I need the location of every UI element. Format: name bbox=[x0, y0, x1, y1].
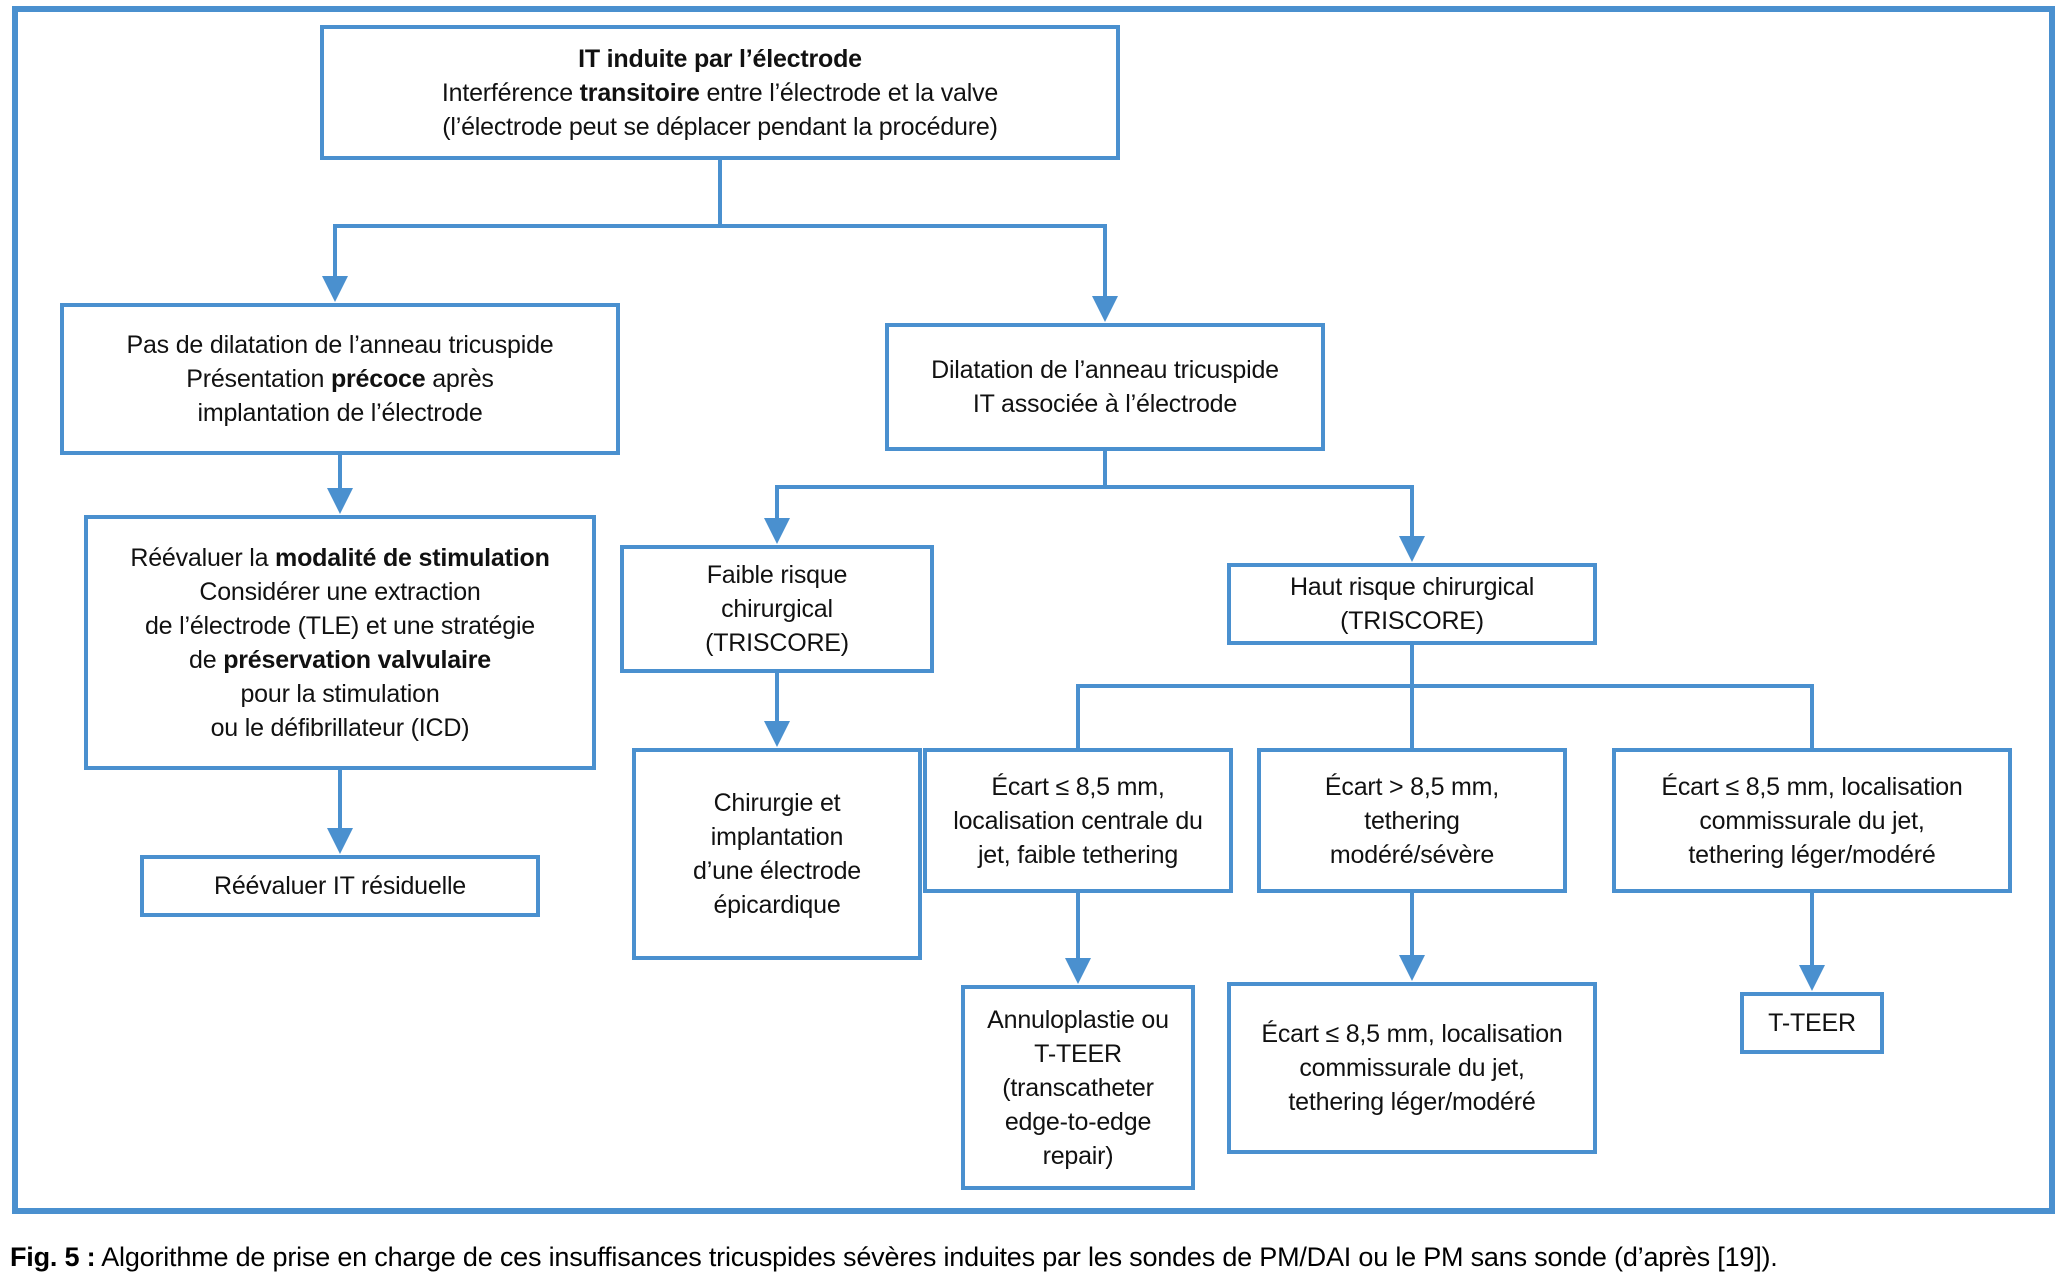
node-reassess-pacing-line4: de bbox=[189, 645, 224, 674]
figure-caption-text: Algorithme de prise en charge de ces ins… bbox=[95, 1242, 1778, 1272]
node-root: IT induite par l’électrode Interférence … bbox=[320, 25, 1120, 160]
node-tteer: T-TEER bbox=[1740, 992, 1884, 1054]
node-gap-sup: Écart > 8,5 mm, tethering modéré/sévère bbox=[1257, 748, 1567, 893]
node-reassess-pacing-line1-bold: modalité de stimulation bbox=[275, 543, 550, 572]
node-gap-central-label: Écart ≤ 8,5 mm, localisation centrale du… bbox=[953, 772, 1203, 869]
node-annuloplasty: Annuloplastie ou T-TEER (transcatheter e… bbox=[961, 985, 1195, 1190]
node-no-dilatation-line3: implantation de l’électrode bbox=[197, 399, 483, 427]
figure-caption-number: Fig. 5 : bbox=[10, 1242, 96, 1272]
node-no-dilatation-line2: Présentation bbox=[186, 365, 331, 393]
node-reassess-pacing-line4-bold: préservation valvulaire bbox=[223, 645, 491, 674]
node-root-line2-bold: transitoire bbox=[579, 78, 700, 107]
node-reassess-pacing-line3: de l’électrode (TLE) et une stratégie bbox=[144, 611, 536, 640]
node-reassess-pacing-line1: Réévaluer la bbox=[130, 543, 276, 572]
node-reassess-pacing-line5: pour la stimulation bbox=[240, 679, 440, 708]
node-root-line2: Interférence bbox=[441, 78, 580, 107]
node-root-line2-post: entre l’électrode et la valve bbox=[699, 78, 999, 107]
node-low-risk: Faible risque chirurgical (TRISCORE) bbox=[620, 545, 934, 673]
node-gap-commissural-label: Écart ≤ 8,5 mm, localisation commissural… bbox=[1661, 772, 1963, 869]
node-gap-central: Écart ≤ 8,5 mm, localisation centrale du… bbox=[923, 748, 1233, 893]
node-gap-commissural-2: Écart ≤ 8,5 mm, localisation commissural… bbox=[1227, 982, 1597, 1154]
node-low-risk-label: Faible risque chirurgical (TRISCORE) bbox=[705, 561, 849, 657]
node-gap-commissural: Écart ≤ 8,5 mm, localisation commissural… bbox=[1612, 748, 2012, 893]
node-root-text: IT induite par l’électrode Interférence … bbox=[442, 42, 998, 144]
node-surgery-epicardial: Chirurgie et implantation d’une électrod… bbox=[632, 748, 922, 960]
node-reassess-pacing-line2: Considérer une extraction bbox=[199, 577, 481, 606]
node-root-title: IT induite par l’électrode bbox=[578, 44, 862, 73]
diagram-outer-border bbox=[12, 6, 2055, 1214]
node-reassess-pacing-text: Réévaluer la modalité de stimulation Con… bbox=[130, 541, 550, 745]
node-no-dilatation-line2-bold: précoce bbox=[330, 365, 426, 393]
node-gap-sup-label: Écart > 8,5 mm, tethering modéré/sévère bbox=[1324, 772, 1500, 869]
node-high-risk: Haut risque chirurgical (TRISCORE) bbox=[1227, 563, 1597, 645]
node-dilatation: Dilatation de l’anneau tricuspide IT ass… bbox=[885, 323, 1325, 451]
node-no-dilatation-line1: Pas de dilatation de l’anneau tricuspide bbox=[126, 331, 554, 359]
node-no-dilatation-text: Pas de dilatation de l’anneau tricuspide… bbox=[126, 328, 553, 430]
node-reassess-residual-label: Réévaluer IT résiduelle bbox=[213, 872, 467, 900]
node-no-dilatation-line2-post: après bbox=[425, 365, 494, 393]
node-annuloplasty-label: Annuloplastie ou T-TEER (transcatheter e… bbox=[987, 1005, 1169, 1170]
node-root-line3: (l’électrode peut se déplacer pendant la… bbox=[442, 112, 998, 141]
node-reassess-pacing-line6: ou le défibrillateur (ICD) bbox=[210, 713, 470, 742]
node-surgery-epicardial-label: Chirurgie et implantation d’une électrod… bbox=[693, 789, 861, 919]
figure-caption: Fig. 5 : Algorithme de prise en charge d… bbox=[10, 1240, 2060, 1274]
node-dilatation-label: Dilatation de l’anneau tricuspide IT ass… bbox=[931, 356, 1279, 418]
node-tteer-label: T-TEER bbox=[1768, 1009, 1856, 1037]
node-high-risk-label: Haut risque chirurgical (TRISCORE) bbox=[1289, 573, 1535, 635]
node-no-dilatation: Pas de dilatation de l’anneau tricuspide… bbox=[60, 303, 620, 455]
node-reassess-residual: Réévaluer IT résiduelle bbox=[140, 855, 540, 917]
node-reassess-pacing: Réévaluer la modalité de stimulation Con… bbox=[84, 515, 596, 770]
node-gap-commissural-2-label: Écart ≤ 8,5 mm, localisation commissural… bbox=[1261, 1020, 1563, 1116]
